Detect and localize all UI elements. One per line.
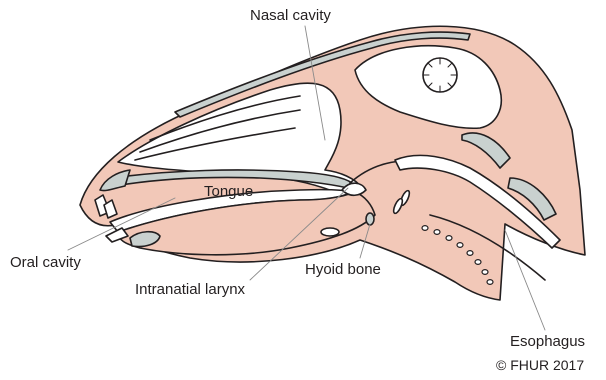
label-intranatial-larynx: Intranatial larynx [135,282,245,297]
label-esophagus: Esophagus [510,334,585,349]
label-hyoid-bone: Hyoid bone [305,262,381,277]
leader-esophagus [505,230,545,330]
copyright-notice: © FHUR 2017 [496,358,584,372]
label-nasal-cavity: Nasal cavity [250,8,331,23]
hyoid-bone [366,213,374,225]
cartilage [321,228,339,236]
label-oral-cavity: Oral cavity [10,255,81,270]
label-tongue: Tongue [204,184,253,199]
